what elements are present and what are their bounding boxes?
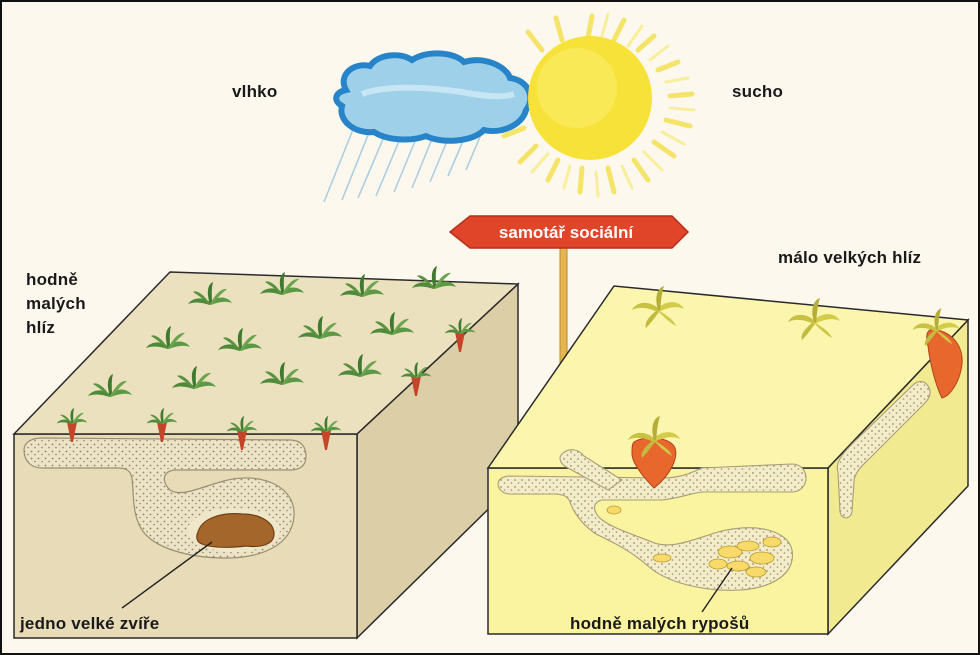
dry-label: sucho (732, 82, 783, 102)
left-soil-block (14, 272, 518, 638)
left-top-label-line-3: hlíz (26, 318, 55, 338)
left-bottom-label: jedno velké zvíře (20, 614, 159, 634)
left-top-label-line-2: malých (26, 294, 86, 314)
sign-text: samotář sociální (460, 223, 672, 243)
humid-label: vlhko (232, 82, 277, 102)
right-top-label: málo velkých hlíz (778, 248, 921, 268)
cloud-icon (324, 53, 530, 202)
right-bottom-label: hodně malých rypošů (570, 614, 750, 634)
left-top-label-line-1: hodně (26, 270, 78, 290)
sign-post (560, 246, 567, 364)
sun-icon (504, 14, 694, 196)
